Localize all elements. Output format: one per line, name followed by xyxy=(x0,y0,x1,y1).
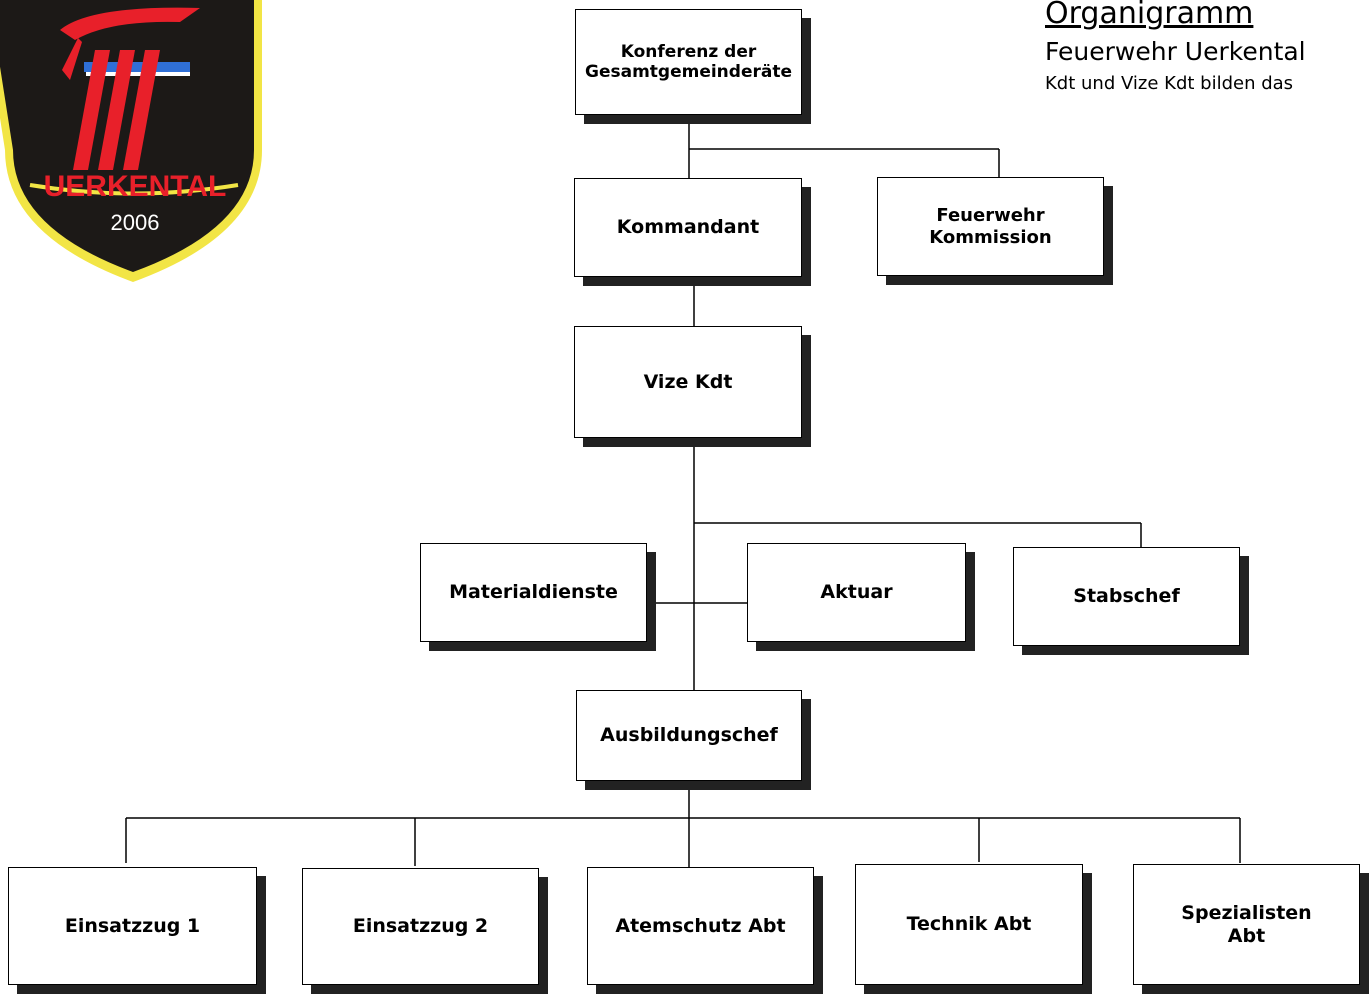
organization-name: Feuerwehr Uerkental xyxy=(1045,37,1306,66)
node-einsatzzug-2: Einsatzzug 2 xyxy=(302,868,539,985)
node-kommandant: Kommandant xyxy=(574,178,802,277)
node-ausbildungschef: Ausbildungschef xyxy=(576,690,802,781)
logo-name-text: UERKENTAL xyxy=(44,170,227,203)
node-atemschutz-abt: Atemschutz Abt xyxy=(587,867,814,985)
header-note: Kdt und Vize Kdt bilden das xyxy=(1045,73,1294,94)
node-stabschef: Stabschef xyxy=(1013,547,1240,646)
page-title: Organigramm xyxy=(1045,0,1254,31)
node-technik-abt: Technik Abt xyxy=(855,864,1083,985)
node-aktuar: Aktuar xyxy=(747,543,966,642)
node-spezialisten-abt: Spezialisten Abt xyxy=(1133,864,1360,985)
fire-department-shield-logo: UERKENTAL 2006 xyxy=(0,0,262,282)
page-header: Organigramm Feuerwehr Uerkental Kdt und … xyxy=(1045,0,1306,100)
node-vize-kdt: Vize Kdt xyxy=(574,326,802,438)
node-feuerwehr-kommission: Feuerwehr Kommission xyxy=(877,177,1104,276)
node-konferenz: Konferenz der Gesamtgemeinderäte xyxy=(575,9,802,115)
node-materialdienste: Materialdienste xyxy=(420,543,647,642)
node-einsatzzug-1: Einsatzzug 1 xyxy=(8,867,257,985)
logo-year-text: 2006 xyxy=(111,210,160,235)
